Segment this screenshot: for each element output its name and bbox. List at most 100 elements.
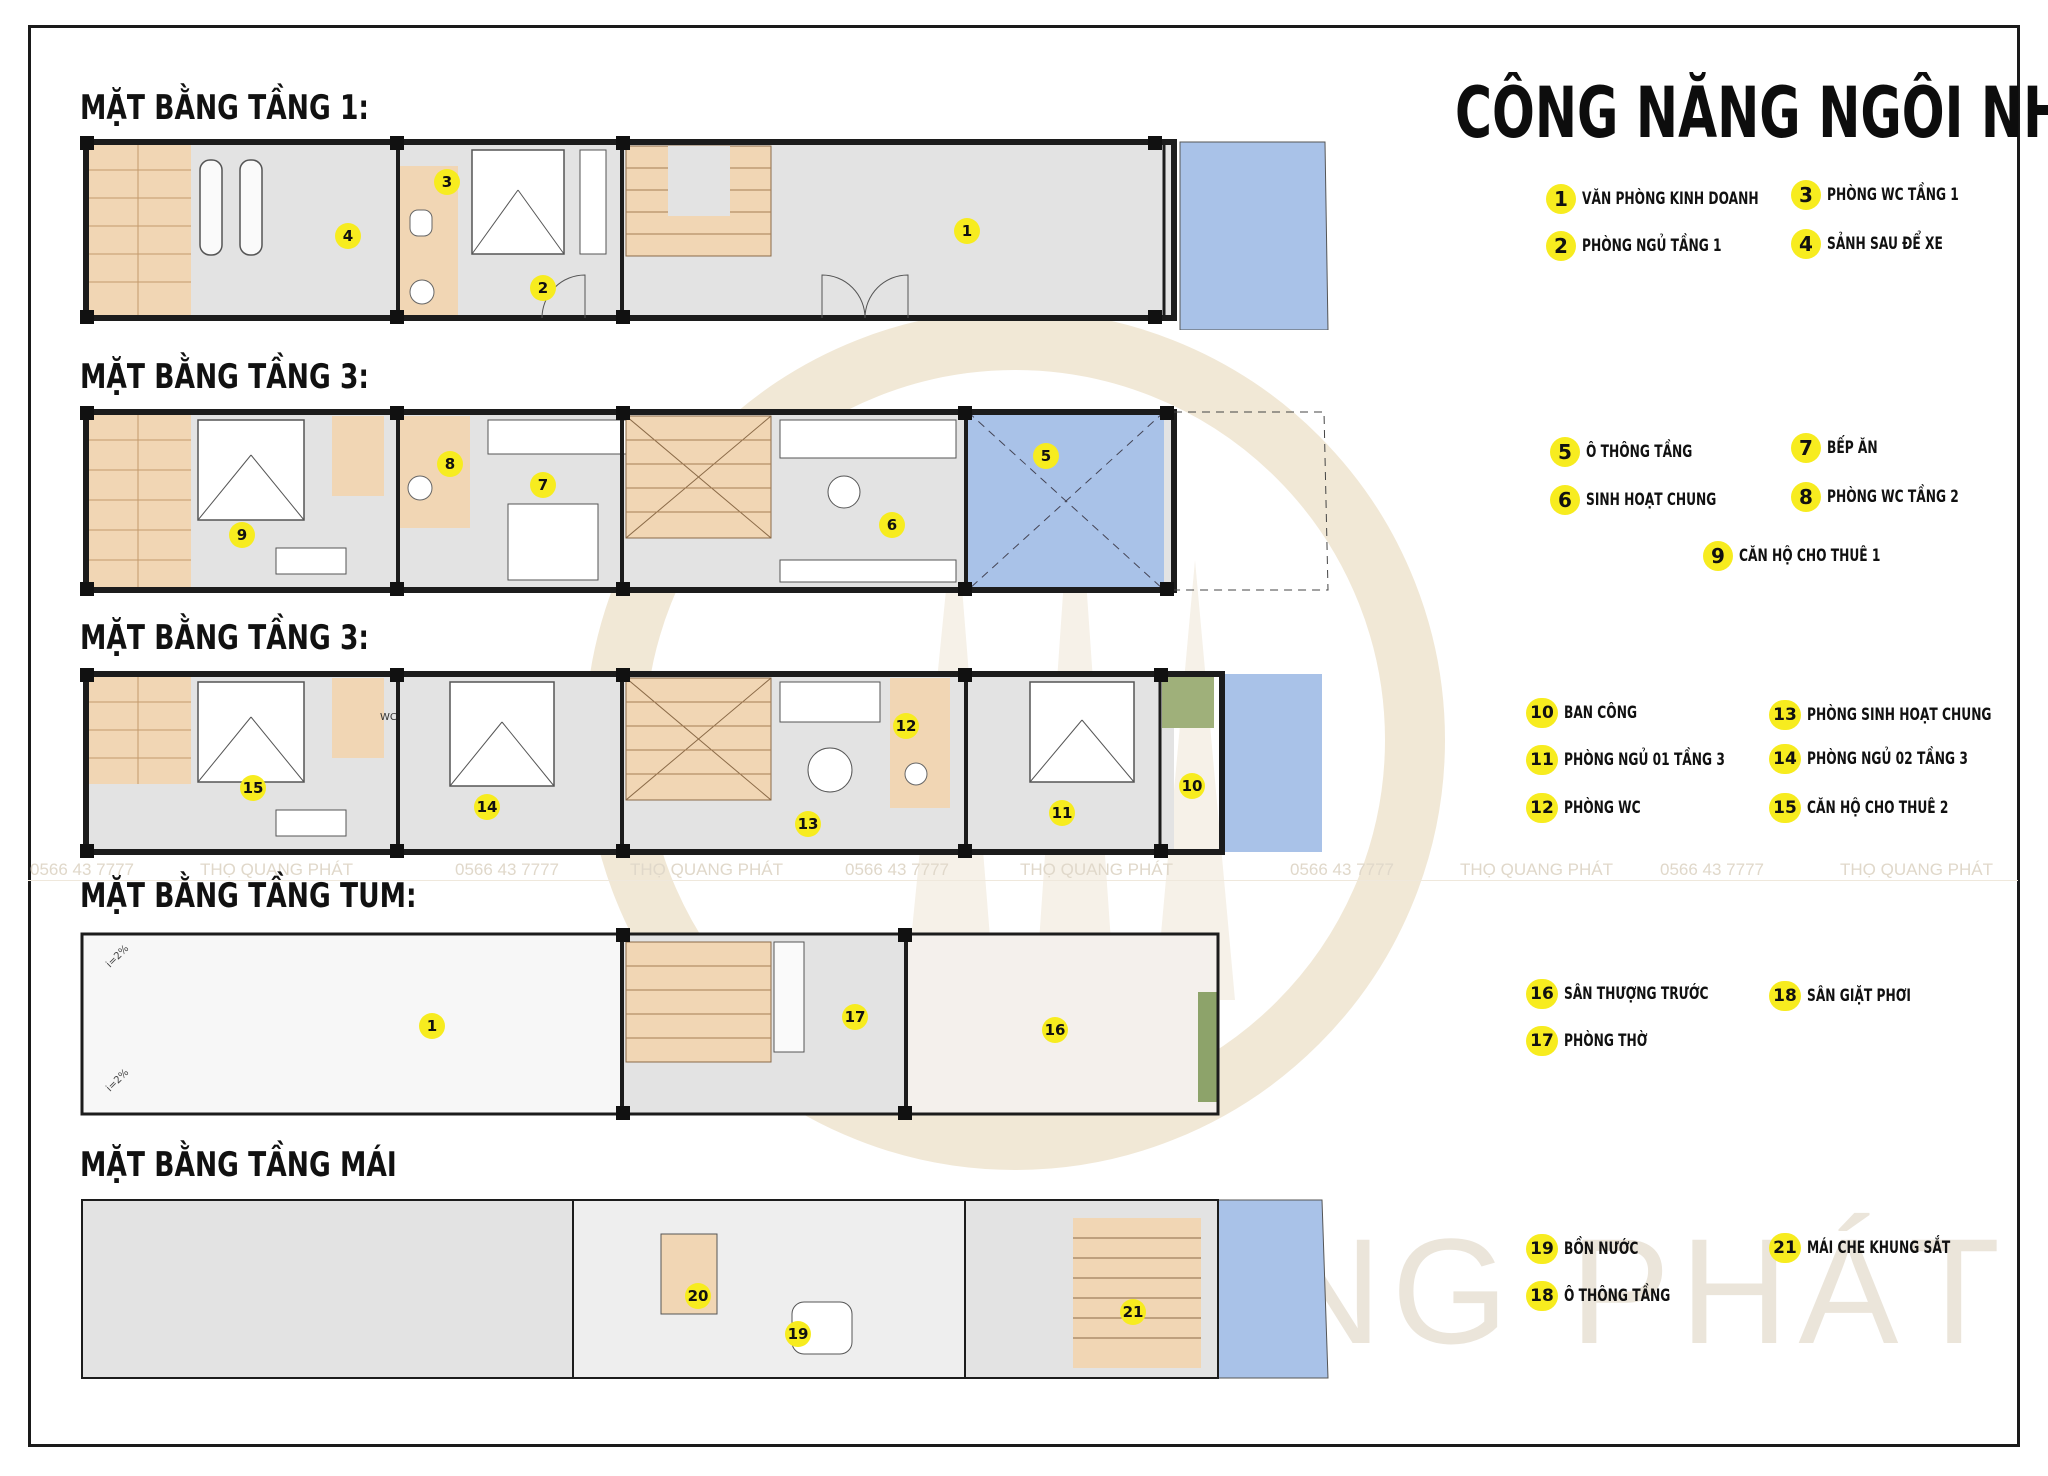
svg-text:11: 11 (1052, 804, 1073, 822)
watermark-brand: THỌ QUANG PHÁT (200, 860, 354, 879)
watermark-brand: THỌ QUANG PHÁT (630, 860, 784, 879)
room-marker: 1 (954, 218, 980, 244)
legend-number: 11 (1526, 745, 1558, 775)
legend-number: 18 (1526, 1281, 1558, 1311)
svg-text:14: 14 (477, 798, 498, 816)
legend-item: 17 PHÒNG THỜ (1526, 1026, 1680, 1056)
room-marker: 2 (530, 275, 556, 301)
room-marker: 21 (1120, 1299, 1146, 1325)
svg-text:2: 2 (538, 279, 548, 297)
legend-label: Ô THÔNG TẦNG (1564, 1286, 1671, 1306)
legend-label: PHÒNG WC TẦNG 2 (1827, 487, 1959, 507)
legend-label: PHÒNG NGỦ TẦNG 1 (1582, 236, 1722, 256)
legend-label: SÂN GIẶT PHƠI (1807, 986, 1911, 1006)
legend-item: 5 Ô THÔNG TẦNG (1550, 437, 1734, 467)
legend-item: 1 VĂN PHÒNG KINH DOANH (1546, 184, 1827, 214)
room-marker: 8 (437, 451, 463, 477)
watermark-line (28, 880, 2018, 881)
legend-label: CĂN HỘ CHO THUÊ 2 (1807, 798, 1949, 818)
floor-title-mai: MẶT BẰNG TẦNG MÁI (80, 1145, 397, 1185)
watermark-phone: 0566 43 7777 (455, 860, 559, 879)
legend-number: 15 (1769, 793, 1801, 823)
floor-plan-tum: i=2% i=2% 1 17 16 (80, 928, 1220, 1120)
legend-label: MÁI CHE KHUNG SẮT (1807, 1238, 1951, 1258)
legend-label: PHÒNG WC (1564, 798, 1641, 818)
room-marker: 14 (474, 794, 500, 820)
legend-number: 17 (1526, 1026, 1558, 1056)
svg-text:4: 4 (343, 227, 353, 245)
legend-label: SÂN THƯỢNG TRƯỚC (1564, 984, 1709, 1004)
legend-number: 1 (1546, 184, 1576, 214)
legend-number: 10 (1526, 698, 1558, 728)
room-marker: 19 (785, 1321, 811, 1347)
room-marker: 6 (879, 512, 905, 538)
svg-text:10: 10 (1182, 777, 1203, 795)
floor-title-2: MẶT BẰNG TẦNG 3: (80, 357, 370, 397)
legend-number: 13 (1769, 700, 1801, 730)
legend-item: 16 SÂN THƯỢNG TRƯỚC (1526, 979, 1765, 1009)
legend-number: 16 (1526, 979, 1558, 1009)
drawing-frame (28, 25, 2020, 1447)
room-marker: 12 (893, 713, 919, 739)
legend-number: 4 (1791, 229, 1821, 259)
legend-item: 15 CĂN HỘ CHO THUÊ 2 (1769, 793, 2003, 823)
svg-text:6: 6 (887, 516, 897, 534)
watermark-phone: 0566 43 7777 (1660, 860, 1764, 879)
watermark-phone: 0566 43 7777 (30, 860, 134, 879)
svg-text:8: 8 (445, 455, 455, 473)
watermark-phone: 0566 43 7777 (1290, 860, 1394, 879)
legend-number: 5 (1550, 437, 1580, 467)
room-marker: 4 (335, 223, 361, 249)
legend-number: 6 (1550, 485, 1580, 515)
room-marker: 20 (685, 1283, 711, 1309)
legend-label: PHÒNG NGỦ 01 TẦNG 3 (1564, 750, 1725, 770)
legend-item: 3 PHÒNG WC TẦNG 1 (1791, 180, 2010, 210)
wc-label: WC (380, 712, 397, 723)
floor-plan-2: 8 7 9 6 5 (80, 406, 1329, 596)
legend-label: PHÒNG NGỦ 02 TẦNG 3 (1807, 749, 1968, 769)
legend-number: 2 (1546, 231, 1576, 261)
legend-item: 11 PHÒNG NGỦ 01 TẦNG 3 (1526, 745, 1787, 775)
svg-text:5: 5 (1041, 447, 1051, 465)
legend-label: BẾP ĂN (1827, 438, 1878, 458)
legend-number: 18 (1769, 981, 1801, 1011)
legend-label: PHÒNG WC TẦNG 1 (1827, 185, 1959, 205)
svg-text:21: 21 (1123, 1303, 1144, 1321)
svg-text:1: 1 (427, 1017, 437, 1035)
legend-label: SINH HOẠT CHUNG (1586, 490, 1717, 510)
floor-title-tum: MẶT BẰNG TẦNG TUM: (80, 876, 417, 916)
legend-item: 6 SINH HOẠT CHUNG (1550, 485, 1767, 515)
legend-label: Ô THÔNG TẦNG (1586, 442, 1693, 462)
watermark-phone: 0566 43 7777 (845, 860, 949, 879)
legend-number: 9 (1703, 541, 1733, 571)
watermark-brand: THỌ QUANG PHÁT (1020, 860, 1174, 879)
room-marker: 7 (530, 472, 556, 498)
svg-text:7: 7 (538, 476, 548, 494)
watermark-brand: THỌ QUANG PHÁT (1460, 860, 1614, 879)
room-marker: 10 (1179, 773, 1205, 799)
svg-text:19: 19 (788, 1325, 809, 1343)
legend-label: VĂN PHÒNG KINH DOANH (1582, 189, 1759, 209)
legend-number: 12 (1526, 793, 1558, 823)
svg-text:15: 15 (243, 779, 264, 797)
legend-item: 12 PHÒNG WC (1526, 793, 1670, 823)
room-marker: 17 (842, 1004, 868, 1030)
room-marker: 1 (419, 1013, 445, 1039)
room-marker: 15 (240, 775, 266, 801)
page-title: CÔNG NĂNG NGÔI NHÀ (1455, 72, 2048, 154)
room-marker: 16 (1042, 1017, 1068, 1043)
room-marker: 3 (434, 169, 460, 195)
legend-label: BỒN NƯỚC (1564, 1239, 1639, 1259)
legend-label: PHÒNG THỜ (1564, 1031, 1648, 1051)
svg-text:3: 3 (442, 173, 452, 191)
svg-text:13: 13 (798, 815, 819, 833)
legend-number: 3 (1791, 180, 1821, 210)
floor-title-3: MẶT BẰNG TẦNG 3: (80, 618, 370, 658)
room-marker: 5 (1033, 443, 1059, 469)
svg-text:9: 9 (237, 526, 247, 544)
